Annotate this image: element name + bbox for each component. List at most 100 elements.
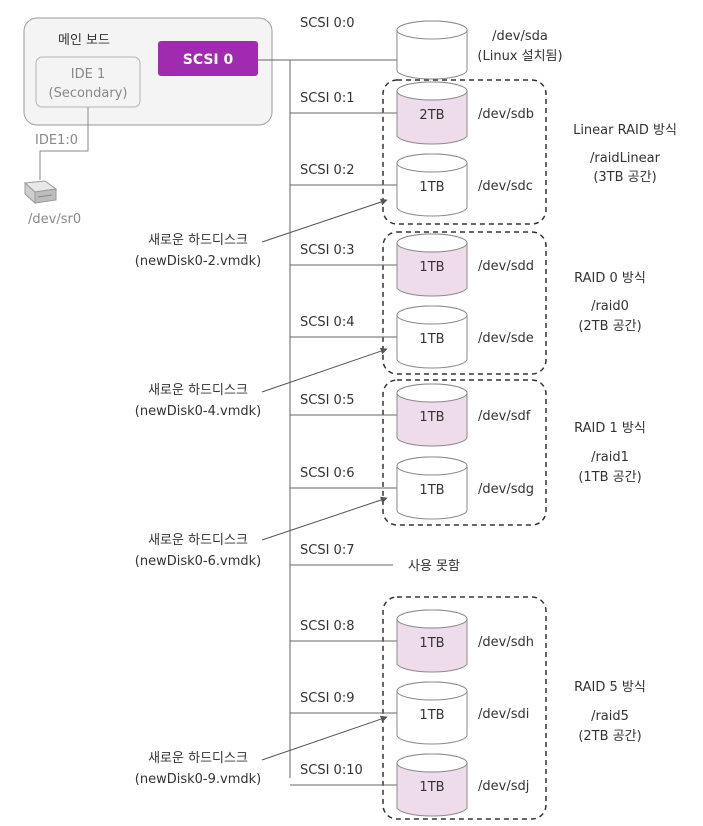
new-disk-annotation: 새로운 하드디스크 (newDisk0-4.vmdk) [135, 347, 388, 419]
new-disk-arrow [261, 198, 388, 243]
scsi-port-label: SCSI 0:1 [300, 91, 354, 106]
new-disk-label: 새로운 하드디스크 [148, 751, 248, 766]
new-disk-annotation: 새로운 하드디스크 (newDisk0-2.vmdk) [135, 198, 388, 269]
raid5-title: RAID 5 방식 [574, 680, 646, 695]
raid1-group-box [382, 379, 547, 526]
scsi-port-label: SCSI 0:9 [300, 691, 354, 706]
raid1-title: RAID 1 방식 [574, 421, 646, 436]
new-disk-arrow [261, 496, 388, 541]
disk-device-label: /dev/sdd [478, 259, 534, 274]
new-disk-label: 새로운 하드디스크 [148, 383, 248, 398]
raid1-capacity: (1TB 공간) [578, 470, 641, 485]
scsi-port-label: SCSI 0:8 [300, 619, 354, 634]
disk-cylinder-icon [396, 456, 468, 520]
disk-device-label: /dev/sdh [478, 635, 534, 650]
new-disk-arrow [261, 347, 388, 393]
disk-top [396, 456, 468, 476]
new-disk-file: (newDisk0-4.vmdk) [135, 404, 261, 419]
disk-size-label: 1TB [419, 260, 444, 275]
mainboard: 메인 보드 IDE 1 (Secondary) SCSI 0 [23, 17, 273, 126]
disk-device-label: /dev/sda [492, 29, 548, 44]
scsi-controller-label: SCSI 0 [183, 52, 234, 68]
new-disk-annotation: 새로운 하드디스크 (newDisk0-9.vmdk) [135, 715, 388, 787]
disk-cylinder-icon [396, 305, 468, 369]
disk-cylinder-icon [396, 753, 468, 817]
ide-controller: IDE 1 (Secondary) [35, 56, 141, 108]
slot-unusable-label: 사용 못함 [408, 559, 460, 574]
disk-top [396, 153, 468, 173]
disk-cylinder-icon [396, 233, 468, 297]
new-disk-file: (newDisk0-2.vmdk) [135, 254, 261, 269]
disk-top [396, 81, 468, 101]
disk-size-label: 1TB [419, 180, 444, 195]
scsi-port-label: SCSI 0:2 [300, 163, 354, 178]
new-disk-arrow [261, 715, 388, 761]
raid5-group-box [382, 596, 547, 820]
disk-size-label: 1TB [419, 636, 444, 651]
disk-cylinder-icon [396, 153, 468, 217]
ide-controller-label: IDE 1 [71, 67, 105, 82]
mainboard-title: 메인 보드 [58, 33, 110, 48]
new-disk-label: 새로운 하드디스크 [148, 533, 248, 548]
ide-cable-line [39, 107, 89, 180]
disk-device-label: /dev/sdj [478, 779, 529, 794]
disk-size-label: 1TB [419, 780, 444, 795]
new-disk-label: 새로운 하드디스크 [148, 233, 248, 248]
raid0-group-box [382, 231, 547, 375]
raid0-capacity: (2TB 공간) [578, 319, 641, 334]
disk-size-label: 1TB [419, 410, 444, 425]
raid1-label: RAID 1 방식 /raid1 (1TB 공간) [574, 421, 646, 485]
disk-top [396, 305, 468, 325]
disk-size-label: 1TB [419, 708, 444, 723]
scsi-port-label: SCSI 0:4 [300, 315, 354, 330]
raid-linear-group-box [382, 79, 547, 225]
raid5-mount: /raid5 [591, 709, 629, 724]
scsi-bus-line [258, 59, 291, 778]
disk-top [396, 383, 468, 403]
new-disk-file: (newDisk0-9.vmdk) [135, 772, 261, 787]
disk-device-label: /dev/sdc [478, 179, 533, 194]
ide-port-label: IDE1:0 [35, 133, 78, 148]
raid1-mount: /raid1 [591, 450, 629, 465]
raid-linear-mount: /raidLinear [590, 151, 661, 166]
scsi-port-label: SCSI 0:7 [300, 543, 354, 558]
disk-top [396, 233, 468, 253]
disk-note-label: (Linux 설치됨) [477, 49, 562, 64]
scsi-port-label: SCSI 0:10 [300, 763, 363, 778]
raid0-title: RAID 0 방식 [574, 271, 646, 286]
scsi-port-label: SCSI 0:0 [300, 16, 354, 31]
disk-device-label: /dev/sdg [478, 482, 534, 497]
disk-cylinder-icon [396, 383, 468, 447]
disk-size-label: 1TB [419, 483, 444, 498]
scsi-slots: SCSI 0:0/dev/sda (Linux 설치됨) SCSI 0:1 2TB/d… [290, 16, 563, 817]
disk-size-label: 2TB [419, 108, 444, 123]
disk-top [396, 20, 468, 40]
disk-cylinder-icon [396, 81, 468, 145]
scsi-port-label: SCSI 0:3 [300, 243, 354, 258]
cdrom-drive-icon [23, 180, 58, 205]
disk-device-label: /dev/sdf [478, 409, 531, 424]
raid-linear-title: Linear RAID 방식 [573, 123, 677, 138]
disk-top [396, 681, 468, 701]
raid0-label: RAID 0 방식 /raid0 (2TB 공간) [574, 271, 646, 334]
raid-linear-label: Linear RAID 방식 /raidLinear (3TB 공간) [573, 123, 677, 185]
disk-device-label: /dev/sdi [478, 707, 529, 722]
disk-top [396, 609, 468, 629]
raid0-mount: /raid0 [591, 299, 629, 314]
scsi-port-label: SCSI 0:5 [300, 393, 354, 408]
scsi-controller: SCSI 0 [158, 41, 258, 76]
disk-device-label: /dev/sde [478, 331, 534, 346]
disk-cylinder-icon [396, 609, 468, 673]
disk-top [396, 753, 468, 773]
scsi-port-label: SCSI 0:6 [300, 466, 354, 481]
disk-cylinder-icon [396, 681, 468, 745]
raid5-capacity: (2TB 공간) [578, 729, 641, 744]
disk-size-label: 1TB [419, 332, 444, 347]
new-disk-file: (newDisk0-6.vmdk) [135, 554, 261, 569]
raid-linear-capacity: (3TB 공간) [593, 170, 656, 185]
raid5-label: RAID 5 방식 /raid5 (2TB 공간) [574, 680, 646, 744]
cdrom-device-label: /dev/sr0 [28, 212, 81, 227]
new-disk-annotation: 새로운 하드디스크 (newDisk0-6.vmdk) [135, 496, 388, 569]
disk-device-label: /dev/sdb [478, 107, 534, 122]
